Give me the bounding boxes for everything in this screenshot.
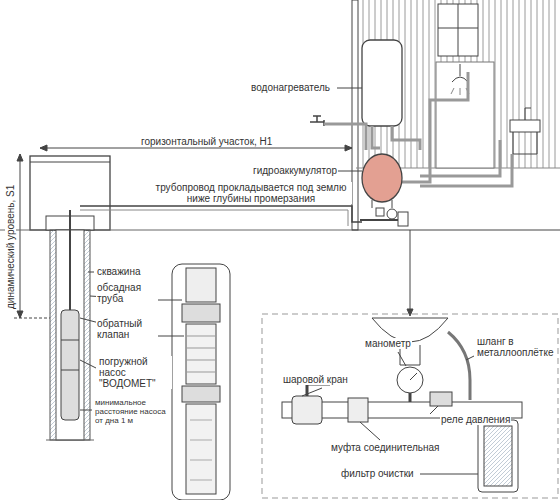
part-label: погружной насос "ВОДОМЕТ" (98, 356, 172, 389)
part-label: водонагреватель (250, 82, 331, 93)
part-label: реле давления (440, 414, 511, 425)
part-label: манометр (364, 338, 412, 349)
part-label: динамический уровень, S1 (5, 184, 16, 310)
part-label: муфта соединительная (330, 442, 440, 453)
part-label: шланг в металлооплётке (476, 336, 540, 358)
part-label: обсадная труба (96, 282, 158, 304)
part-label: фильтр очистки (340, 468, 415, 479)
part-label: гидроаккумулятор (252, 165, 338, 176)
part-label: горизонтальный участок, H1 (140, 136, 273, 147)
part-label: шаровой кран (282, 374, 349, 385)
part-label: минимальное расстояние насоса от дна 1 м (94, 398, 170, 425)
part-label: трубопровод прокладывается под землю ниж… (150, 182, 352, 204)
part-label: скважина (96, 266, 142, 277)
part-label: обратный клапан (96, 318, 158, 340)
